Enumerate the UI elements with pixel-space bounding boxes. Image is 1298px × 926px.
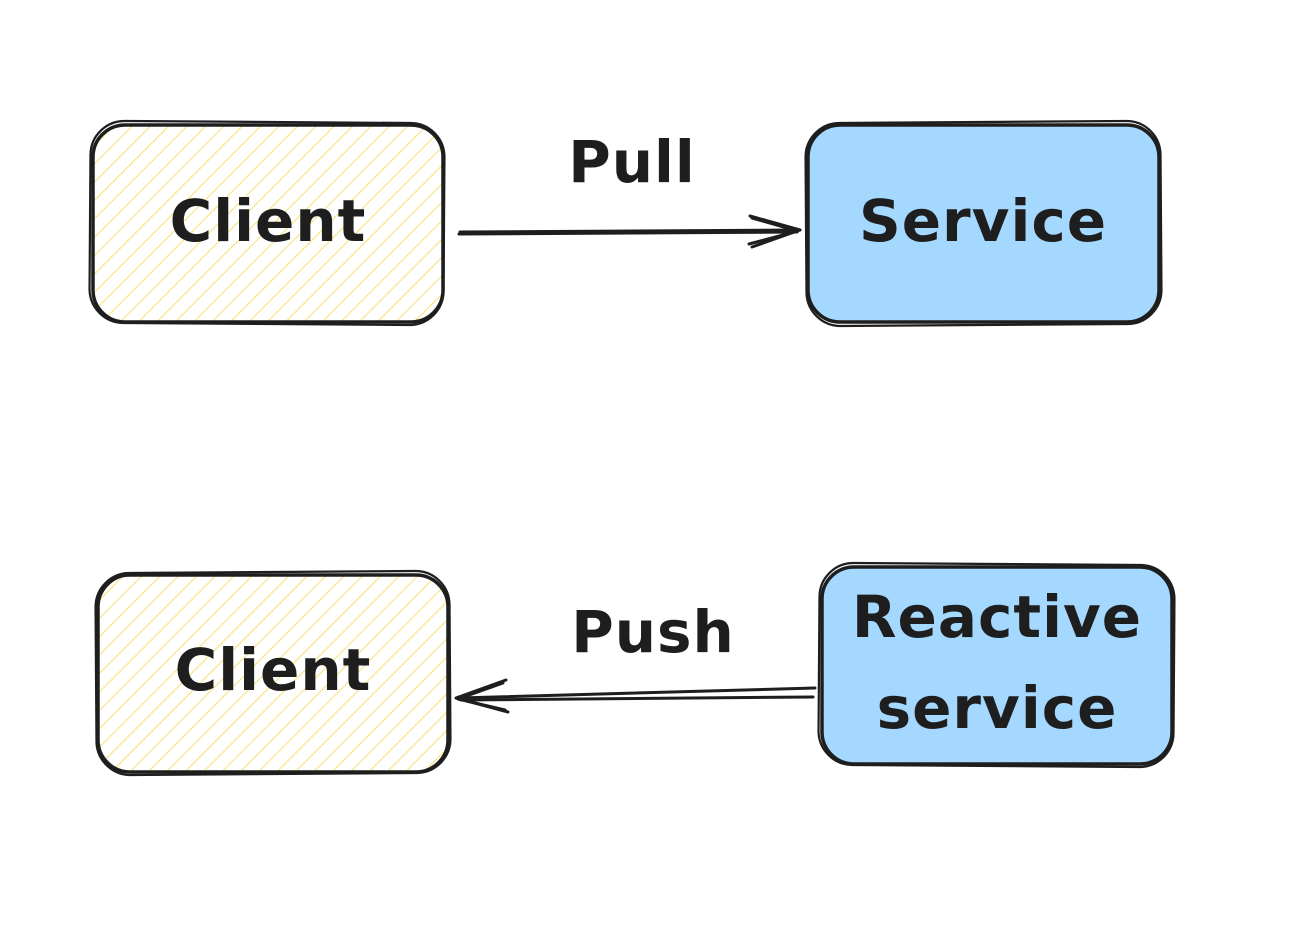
pull-arrow[interactable]: [457, 214, 802, 249]
push-edge-label: Push: [571, 598, 735, 666]
push-arrow[interactable]: [454, 678, 817, 714]
reactive-service-label-line1: Reactive: [852, 583, 1142, 651]
top-client-node[interactable]: Client: [88, 119, 446, 327]
bottom-client-label: Client: [175, 636, 372, 704]
top-client-label: Client: [170, 187, 367, 255]
pull-edge-label: Pull: [568, 128, 696, 196]
reactive-service-label-line2: service: [877, 674, 1118, 742]
bottom-reactive-service-node[interactable]: Reactive service: [817, 561, 1176, 769]
bottom-client-node[interactable]: Client: [94, 569, 452, 777]
top-service-node[interactable]: Service: [804, 119, 1163, 328]
top-service-label: Service: [859, 187, 1107, 255]
